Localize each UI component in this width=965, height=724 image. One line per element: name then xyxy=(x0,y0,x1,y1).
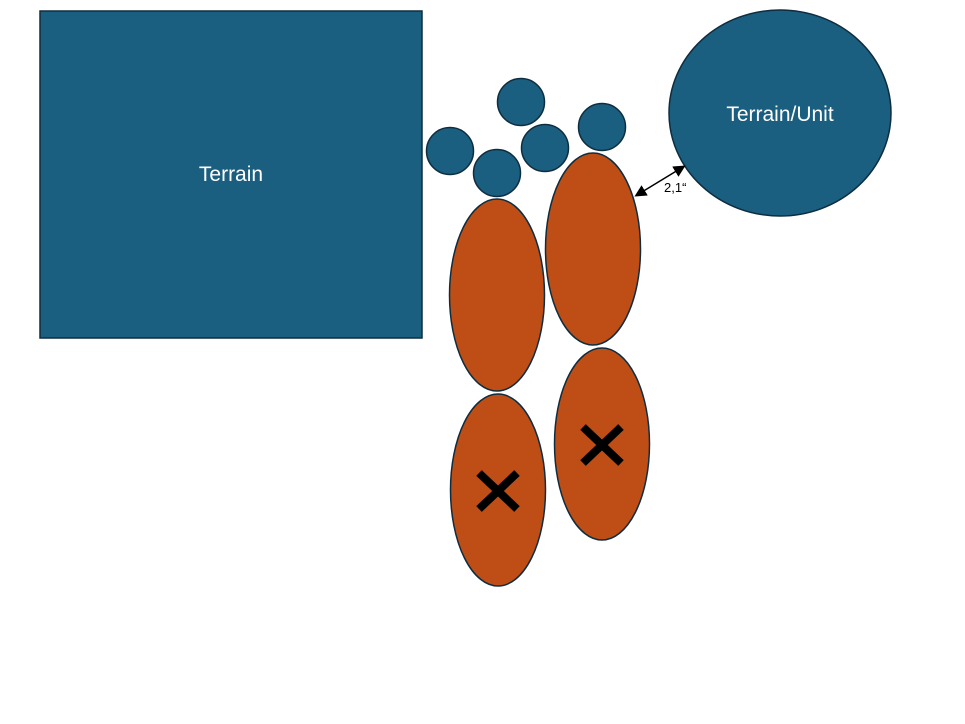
oval-base-2 xyxy=(544,152,642,346)
small-base-1 xyxy=(496,77,546,127)
terrain-unit-label: Terrain/Unit xyxy=(726,103,834,126)
terrain-unit-ellipse xyxy=(668,9,892,217)
oval-base-1 xyxy=(448,198,546,392)
cross-icon xyxy=(476,470,520,512)
small-base-5 xyxy=(577,102,627,152)
cross-icon xyxy=(580,424,624,466)
small-base-4 xyxy=(472,148,522,198)
distance-arrow xyxy=(634,165,686,197)
small-base-3 xyxy=(520,123,570,173)
small-base-2 xyxy=(425,126,475,176)
terrain-label: Terrain xyxy=(199,163,263,186)
terrain-block xyxy=(39,10,423,339)
distance-label: 2,1“ xyxy=(664,180,686,195)
